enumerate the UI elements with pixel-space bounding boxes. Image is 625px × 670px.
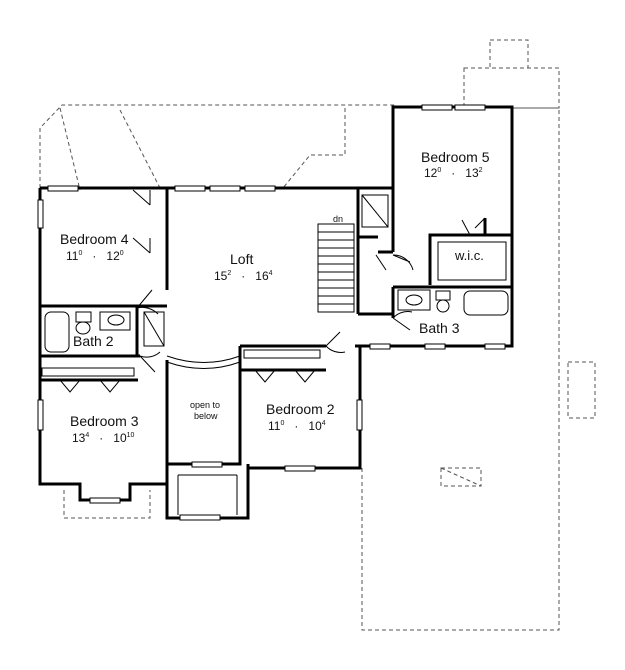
dim-b-sup: 4 xyxy=(321,420,326,427)
open-to-below-line2: below xyxy=(194,411,218,421)
dim-a-sup: 0 xyxy=(280,420,285,427)
dim-a: 11 xyxy=(66,249,79,263)
walls xyxy=(38,105,514,520)
room-bedroom4-name: Bedroom 4 xyxy=(60,231,129,247)
room-bedroom2-name: Bedroom 2 xyxy=(266,401,335,417)
dim-a: 13 xyxy=(72,431,86,445)
dim-b: 16 xyxy=(255,269,269,283)
stairs xyxy=(317,194,389,313)
dim-b-sup: 0 xyxy=(119,250,124,257)
open-to-below-line1: open to xyxy=(190,400,221,410)
dim-b: 12 xyxy=(106,249,120,263)
room-bedroom5-dim: 120 · 132 xyxy=(424,166,483,180)
dim-b: 10 xyxy=(308,419,322,433)
doors xyxy=(59,189,486,393)
dim-a: 11 xyxy=(268,419,281,433)
dim-b-sup: 10 xyxy=(126,432,135,439)
dim-a-sup: 4 xyxy=(85,432,90,439)
dim-separator: · xyxy=(451,166,456,180)
room-bedroom3-name: Bedroom 3 xyxy=(70,413,139,429)
room-wic-name: w.i.c. xyxy=(455,248,484,263)
roof-outline xyxy=(39,39,596,631)
dim-a-sup: 0 xyxy=(437,167,442,174)
dim-b: 13 xyxy=(465,166,479,180)
room-loft-name: Loft xyxy=(230,251,254,267)
dim-b: 10 xyxy=(113,431,127,445)
dim-b-sup: 2 xyxy=(478,167,483,174)
dim-separator: · xyxy=(99,431,104,445)
dim-a: 15 xyxy=(214,269,228,283)
dim-separator: · xyxy=(294,419,299,433)
dim-separator: · xyxy=(241,269,246,283)
stair-down-label: dn xyxy=(333,214,344,224)
room-bedroom5-name: Bedroom 5 xyxy=(421,149,490,165)
room-bath3-name: Bath 3 xyxy=(419,320,460,336)
dim-separator: · xyxy=(92,249,97,263)
bath-fixtures xyxy=(41,241,509,377)
room-bedroom3-dim: 134 · 1010 xyxy=(72,431,134,445)
windows xyxy=(37,104,506,521)
dim-a: 12 xyxy=(424,166,438,180)
dim-a-sup: 2 xyxy=(227,270,232,277)
room-bath2-name: Bath 2 xyxy=(73,333,114,349)
dim-b-sup: 4 xyxy=(268,270,273,277)
room-loft-dim: 152 · 164 xyxy=(214,269,273,283)
dim-a-sup: 0 xyxy=(78,250,83,257)
room-bedroom2-dim: 110 · 104 xyxy=(268,419,326,433)
room-bedroom4-dim: 110 · 120 xyxy=(66,249,124,263)
